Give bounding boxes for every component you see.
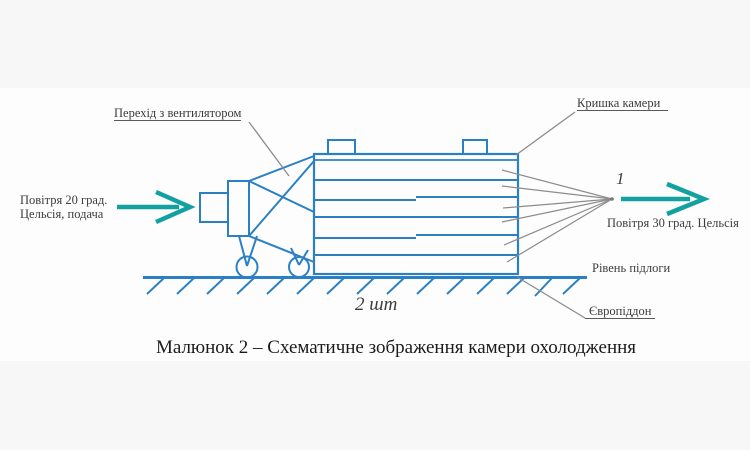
figure-canvas (0, 88, 750, 361)
fan-transition-unit (199, 155, 315, 263)
chamber-top-handle-right (462, 139, 488, 155)
floor-level-label: Рівень підлоги (592, 261, 671, 275)
wheel-icon (288, 256, 310, 278)
wheels (235, 235, 310, 279)
fan-housing (227, 180, 250, 237)
outlet-air-arrow-icon (621, 181, 710, 217)
transition-label-text: Перехід з вентилятором (114, 106, 242, 121)
air-inlet-line2: Цельсія, подача (20, 207, 104, 221)
lid-label-text: Кришка камери (577, 96, 669, 111)
figure-caption: Малюнок 2 – Схематичне зображення камери… (155, 337, 637, 358)
europallet-label: Європіддон (585, 304, 656, 319)
airflow-fan-lines (501, 169, 614, 263)
cooling-chamber (312, 139, 520, 276)
transition-label: Перехід з вентилятором (114, 106, 242, 121)
europallet-label-text: Європіддон (585, 304, 656, 319)
lid-label: Кришка камери (577, 96, 669, 111)
quantity-label: 2 шт (355, 294, 398, 315)
inlet-duct (199, 192, 229, 223)
air-outlet-label: Повітря 30 град. Цельсія (607, 216, 739, 230)
chamber-top-handle-left (327, 139, 356, 155)
wheel-icon (235, 255, 259, 279)
air-inlet-line1: Повітря 20 град. (20, 193, 108, 207)
air-inlet-label: Повітря 20 град. Цельсія, подача (20, 193, 107, 221)
leader-lines (248, 111, 586, 319)
outlet-point-label: 1 (616, 169, 625, 188)
floor-hatching (143, 276, 587, 297)
inlet-air-arrow-icon (117, 189, 196, 225)
